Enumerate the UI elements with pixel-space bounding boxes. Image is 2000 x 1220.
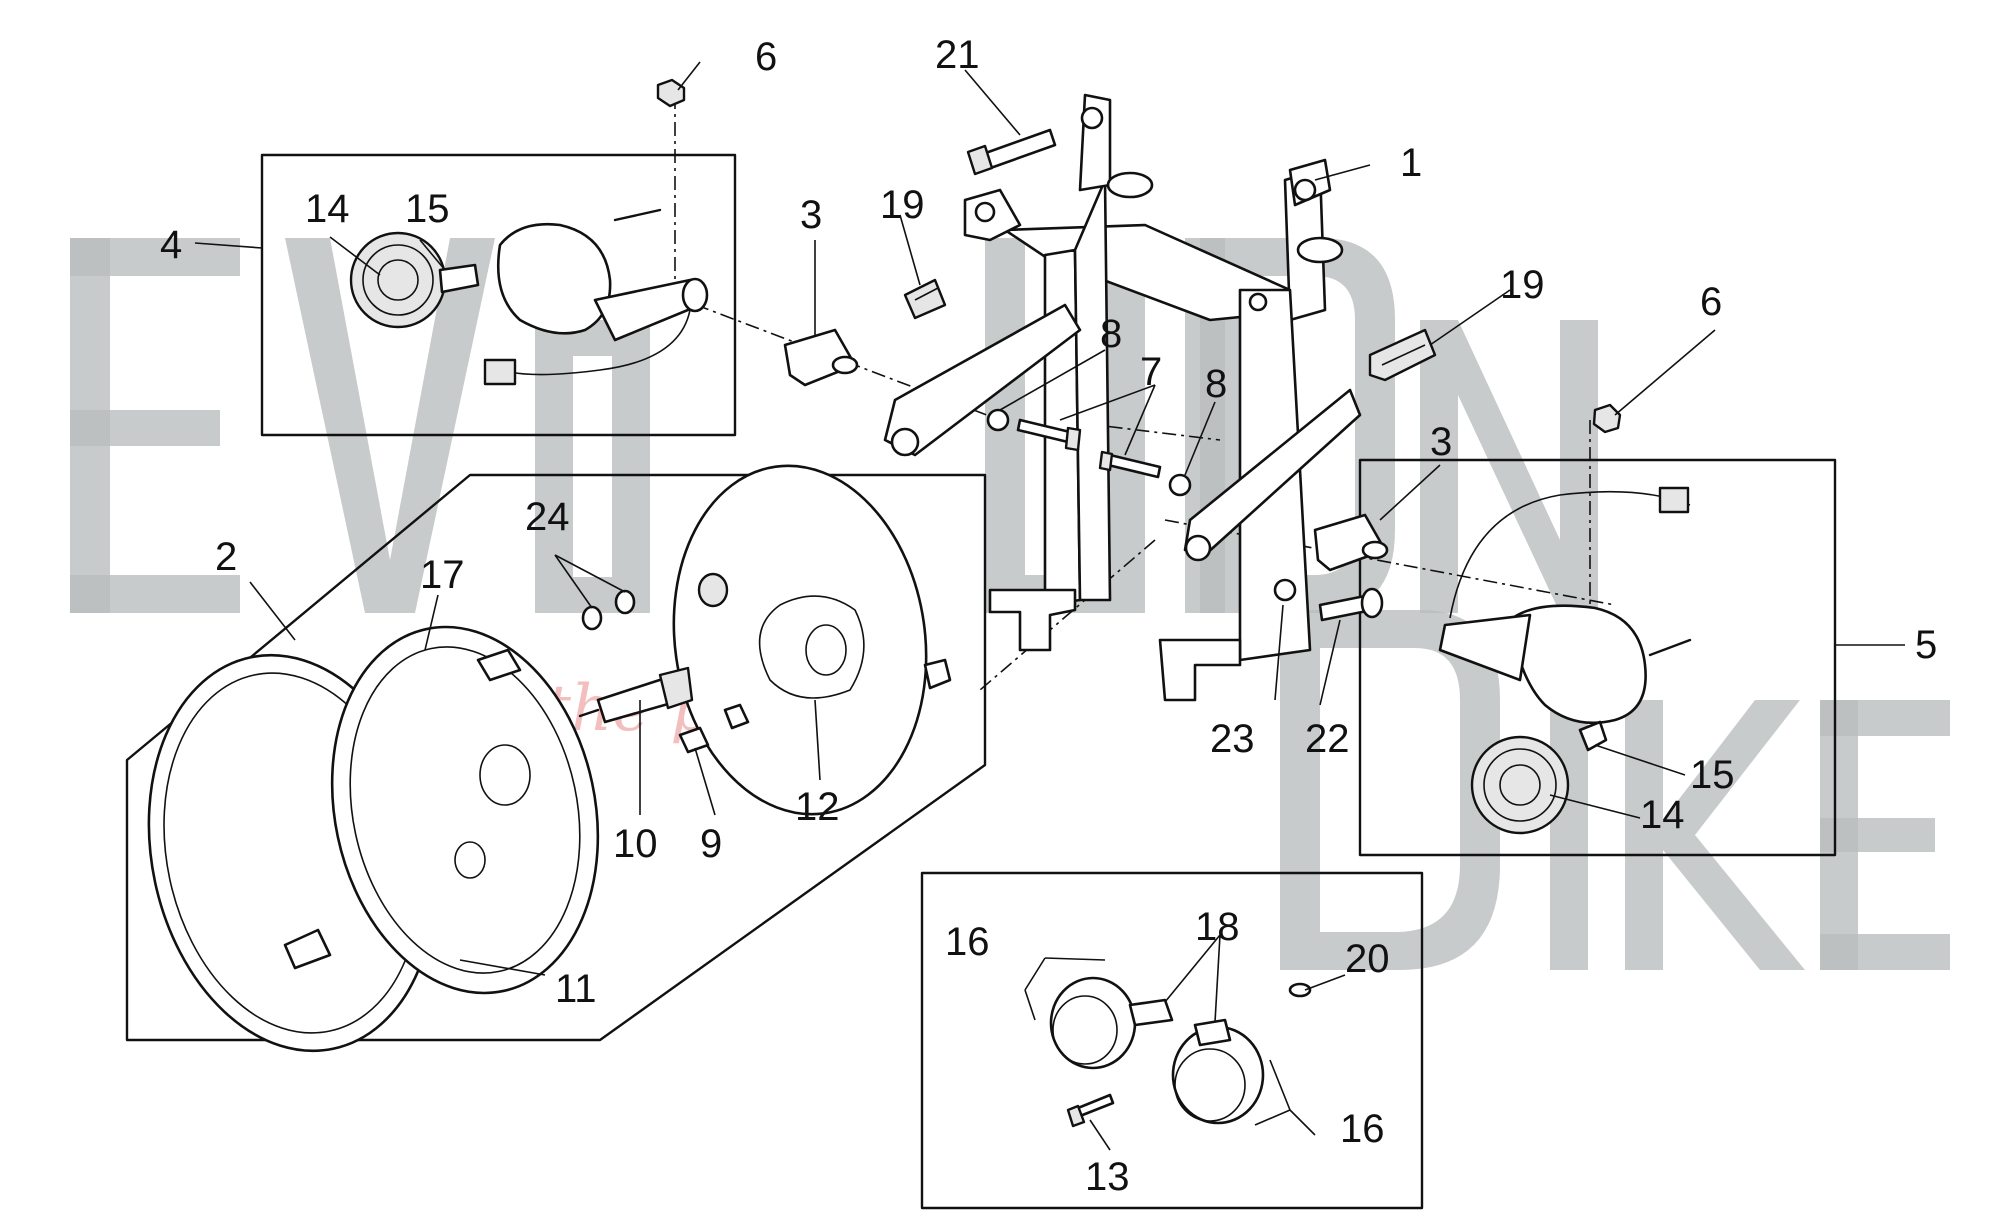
callout-7: 7 (1140, 350, 1162, 394)
watermark-letter-n (1420, 320, 1598, 613)
left-turn-indicator (349, 208, 709, 386)
callout-2: 2 (215, 535, 237, 579)
headlight-reflector-17 (330, 625, 600, 995)
group-box-headlight (125, 473, 987, 1042)
washer-23 (1273, 578, 1297, 602)
bulb-9 (678, 703, 750, 754)
callout-15-left: 15 (405, 187, 450, 231)
spacer-3-right (1313, 513, 1389, 572)
assembly-axis-lines (669, 95, 1616, 691)
callout-16-left: 16 (945, 920, 990, 964)
callout-14-left: 14 (305, 187, 350, 231)
spacer-3-left (783, 328, 859, 387)
bolt-21 (966, 128, 1057, 176)
group-box-left-indicator (260, 153, 737, 437)
watermark-letter-k (1625, 700, 1805, 970)
callout-3-right: 3 (1430, 420, 1452, 464)
callout-labels: 1 2 3 3 4 5 6 6 7 8 8 9 10 11 12 13 14 1… (160, 33, 1937, 1199)
headlight-housing-12 (672, 464, 952, 816)
callout-19-left: 19 (880, 183, 925, 227)
watermark-letter-v (285, 238, 495, 613)
callout-5: 5 (1915, 623, 1937, 667)
callout-8-left: 8 (1100, 312, 1122, 356)
clip-20 (1288, 982, 1312, 998)
callout-17: 17 (420, 553, 465, 597)
callout-4: 4 (160, 223, 182, 267)
watermark-letter-i2 (1550, 700, 1588, 970)
bolt-22 (1318, 587, 1384, 622)
callout-16-right: 16 (1340, 1107, 1385, 1151)
callout-21: 21 (935, 33, 980, 77)
callout-6-left: 6 (755, 35, 777, 79)
callout-3-left: 3 (800, 193, 822, 237)
rubber-pad-19-left (903, 278, 947, 320)
screw-7-right (1098, 450, 1162, 479)
callout-6-right: 6 (1700, 280, 1722, 324)
group-box-right-indicator (1358, 458, 1837, 857)
washer-8-left (986, 408, 1010, 432)
callout-13: 13 (1085, 1155, 1130, 1199)
headlight-support-bracket (883, 93, 1362, 702)
callout-9: 9 (700, 822, 722, 866)
callout-12: 12 (795, 785, 840, 829)
bolt-13 (1066, 1093, 1115, 1128)
callout-1: 1 (1400, 141, 1422, 185)
leader-lines (194, 61, 1905, 1151)
callout-23: 23 (1210, 717, 1255, 761)
callout-19-right: 19 (1500, 263, 1545, 307)
nut-6-left (656, 78, 686, 108)
callout-10: 10 (613, 822, 658, 866)
horn-left (1049, 976, 1174, 1070)
horn-right (1171, 1018, 1265, 1125)
callout-20: 20 (1345, 937, 1390, 981)
rubber-pad-19-right (1368, 328, 1437, 382)
watermark-letter-b (1280, 610, 1500, 970)
callout-11: 11 (555, 967, 597, 1011)
bulb-10 (578, 666, 694, 724)
watermark-letter-o (535, 320, 650, 613)
right-turn-indicator (1438, 486, 1692, 835)
washer-8-right (1168, 473, 1192, 497)
callout-22: 22 (1305, 717, 1350, 761)
nut-6-right (1592, 403, 1622, 434)
callout-24: 24 (525, 495, 570, 539)
callout-15-right: 15 (1690, 753, 1735, 797)
callout-18: 18 (1195, 905, 1240, 949)
watermark-letter-e2 (1820, 700, 1950, 970)
callout-14-right: 14 (1640, 793, 1685, 837)
screw-7-left (1016, 418, 1082, 452)
callout-8-right: 8 (1205, 362, 1227, 406)
group-box-horns (920, 871, 1424, 1210)
